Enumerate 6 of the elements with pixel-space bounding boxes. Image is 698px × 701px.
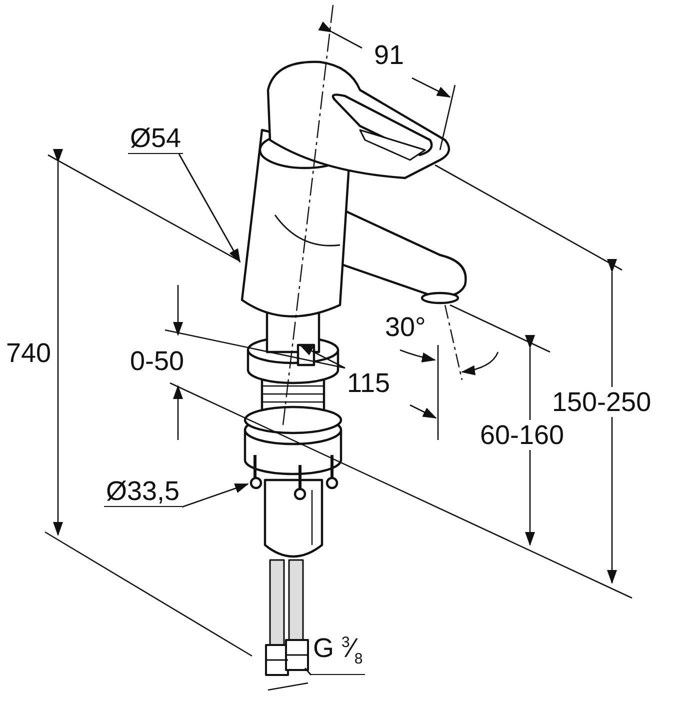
leader-line <box>304 668 312 676</box>
leader-line <box>182 483 249 508</box>
dimension-callout: Ø54 <box>128 123 184 154</box>
leader-line <box>178 154 241 263</box>
dimension-callout: G $^{3}$⁄$_{8}$ <box>311 628 365 676</box>
dimension-callout: Ø33,5 <box>104 476 182 507</box>
